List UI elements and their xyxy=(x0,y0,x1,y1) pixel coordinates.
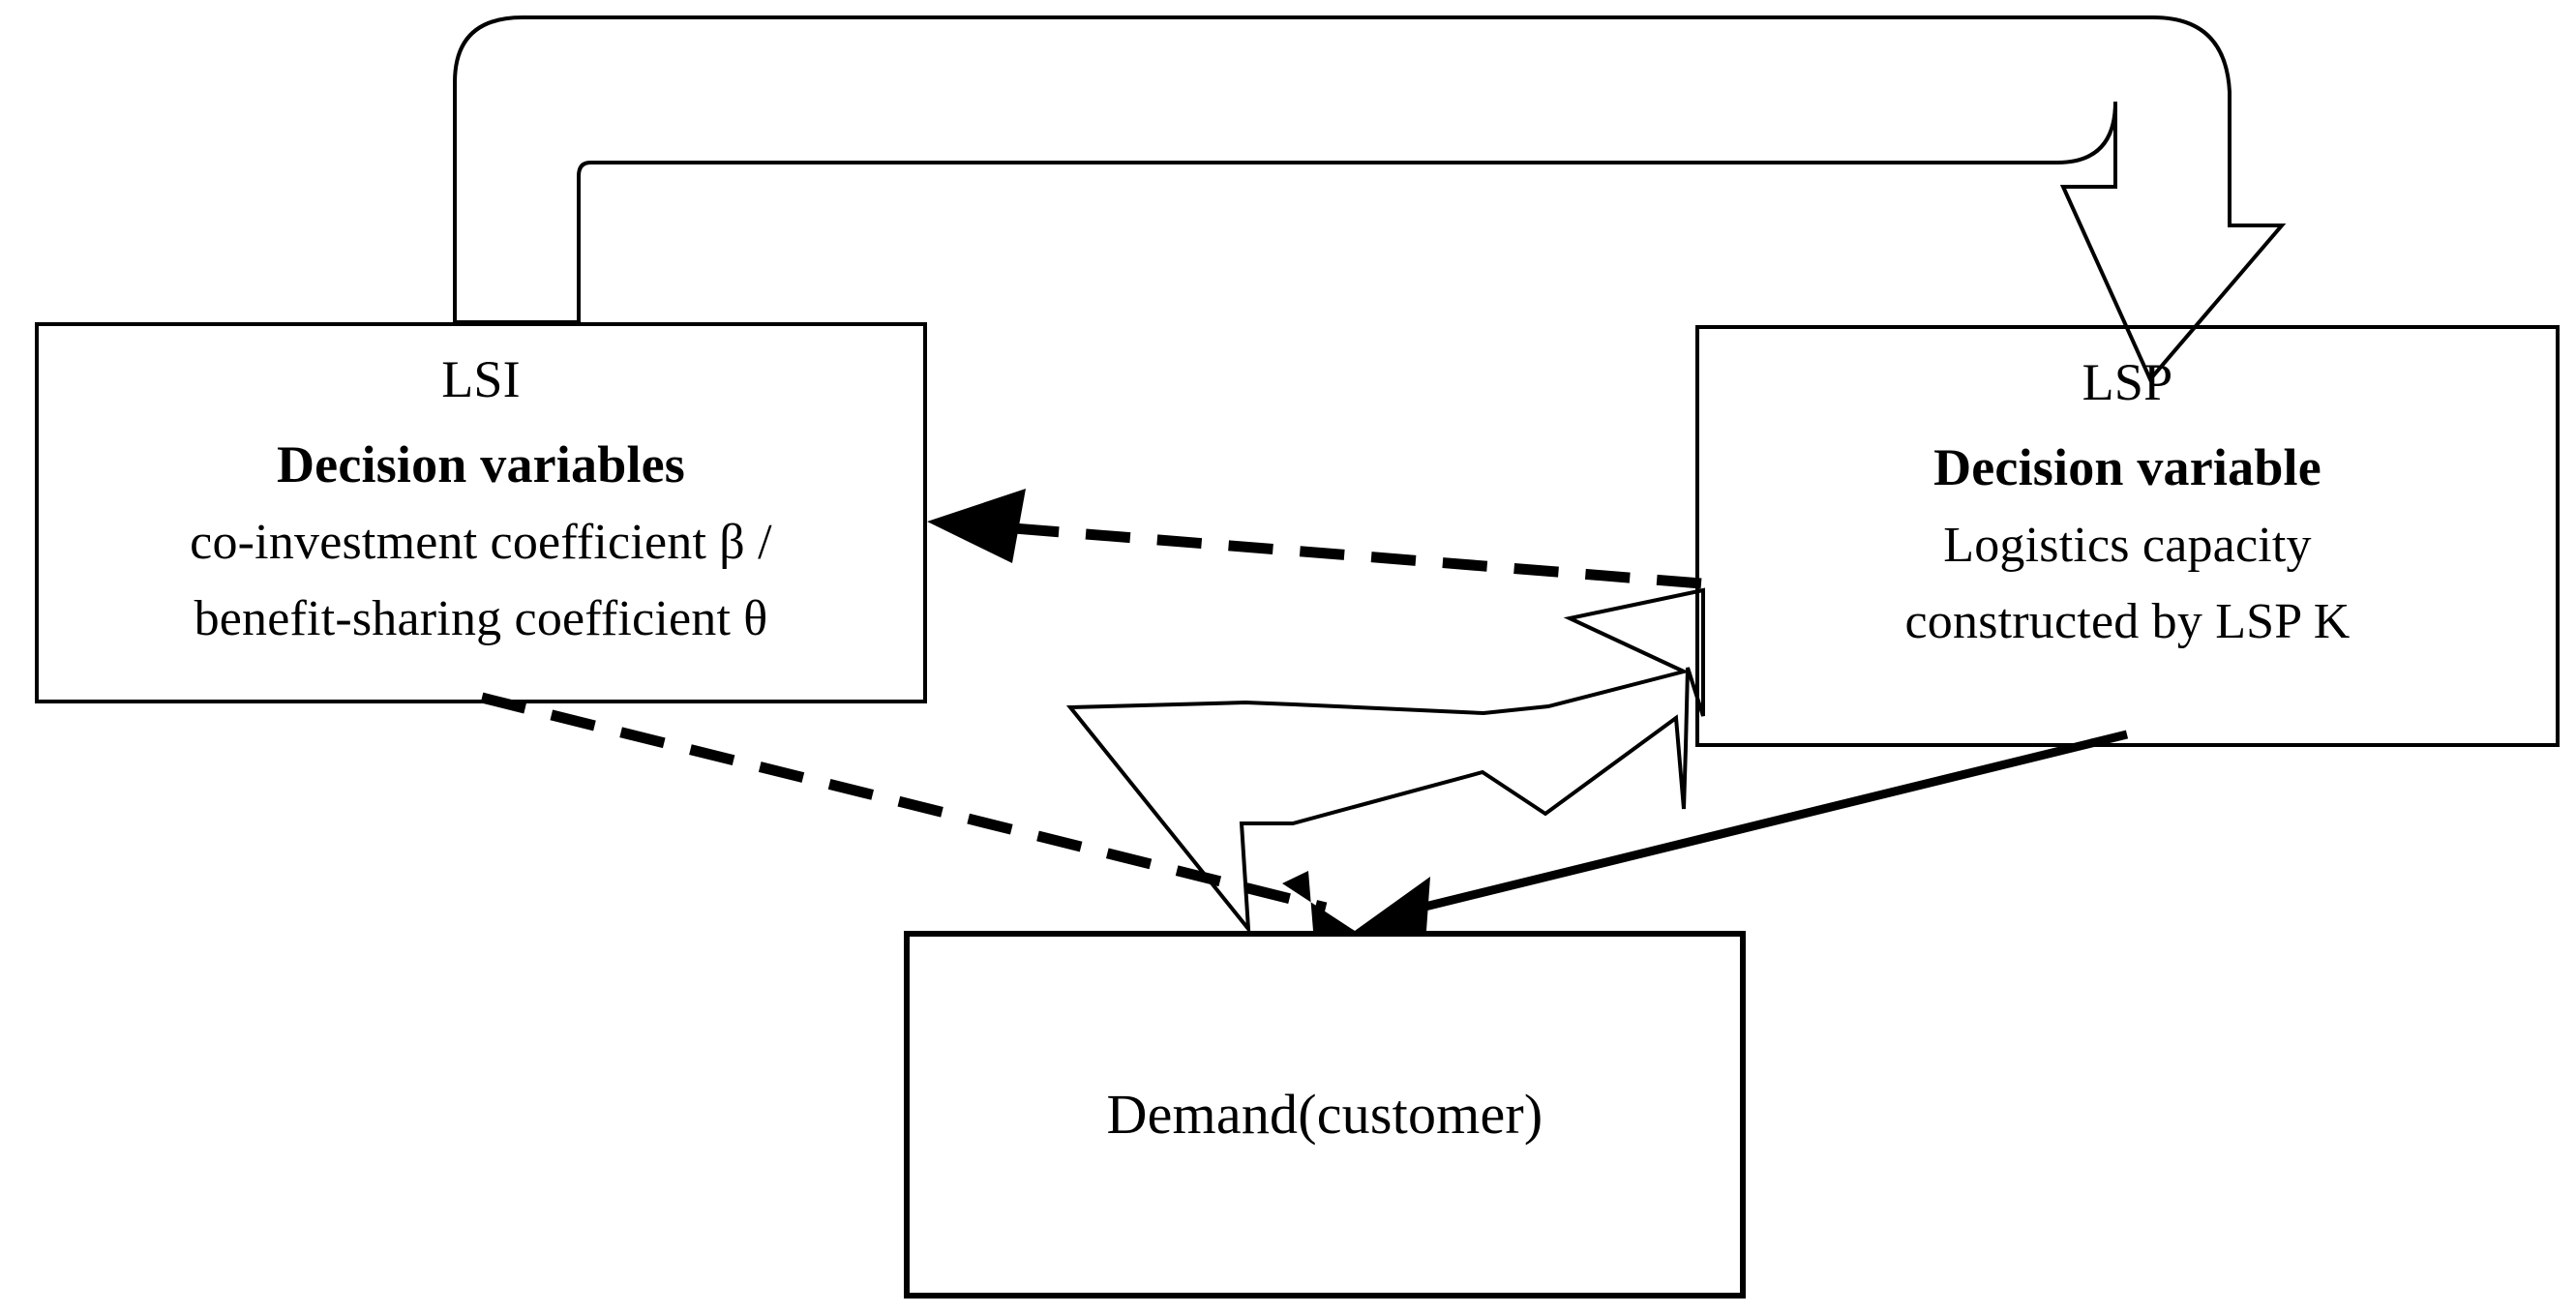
node-demand[interactable]: Demand(customer) xyxy=(904,931,1746,1299)
lsp-line-2: constructed by LSP K xyxy=(1904,594,2351,649)
arrowhead-left xyxy=(927,489,1026,563)
arrowhead-down xyxy=(1282,871,1355,931)
connector-lsi-to-lsp-top xyxy=(453,15,2287,383)
solid-line xyxy=(1392,730,2129,919)
block-arrow-outline xyxy=(453,15,2287,383)
lsi-line-1: co-investment coefficient β / xyxy=(190,515,772,570)
lsi-title: LSI xyxy=(441,350,521,408)
demand-label: Demand(customer) xyxy=(1106,1082,1543,1146)
lsp-title: LSP xyxy=(2082,353,2173,411)
node-lsp[interactable]: LSP Decision variable Logistics capacity… xyxy=(1695,325,2560,747)
connector-lsi-to-demand-dashed xyxy=(480,692,1355,931)
lsi-subtitle: Decision variables xyxy=(276,434,686,493)
connector-lsp-to-lsi-dashed xyxy=(927,489,1702,589)
connector-demand-to-lsp-zigzag xyxy=(1065,587,1705,936)
zigzag-block-arrow-outline xyxy=(1065,587,1705,936)
dashed-line xyxy=(480,692,1328,913)
arrowhead-down xyxy=(1355,877,1430,931)
dashed-line xyxy=(1001,522,1702,589)
lsp-line-1: Logistics capacity xyxy=(1943,518,2312,573)
lsp-subtitle: Decision variable xyxy=(1933,437,2321,496)
connector-lsp-to-demand-solid xyxy=(1355,730,2129,931)
lsi-line-2: benefit-sharing coefficient θ xyxy=(194,591,768,646)
node-lsi[interactable]: LSI Decision variables co-investment coe… xyxy=(35,322,927,703)
